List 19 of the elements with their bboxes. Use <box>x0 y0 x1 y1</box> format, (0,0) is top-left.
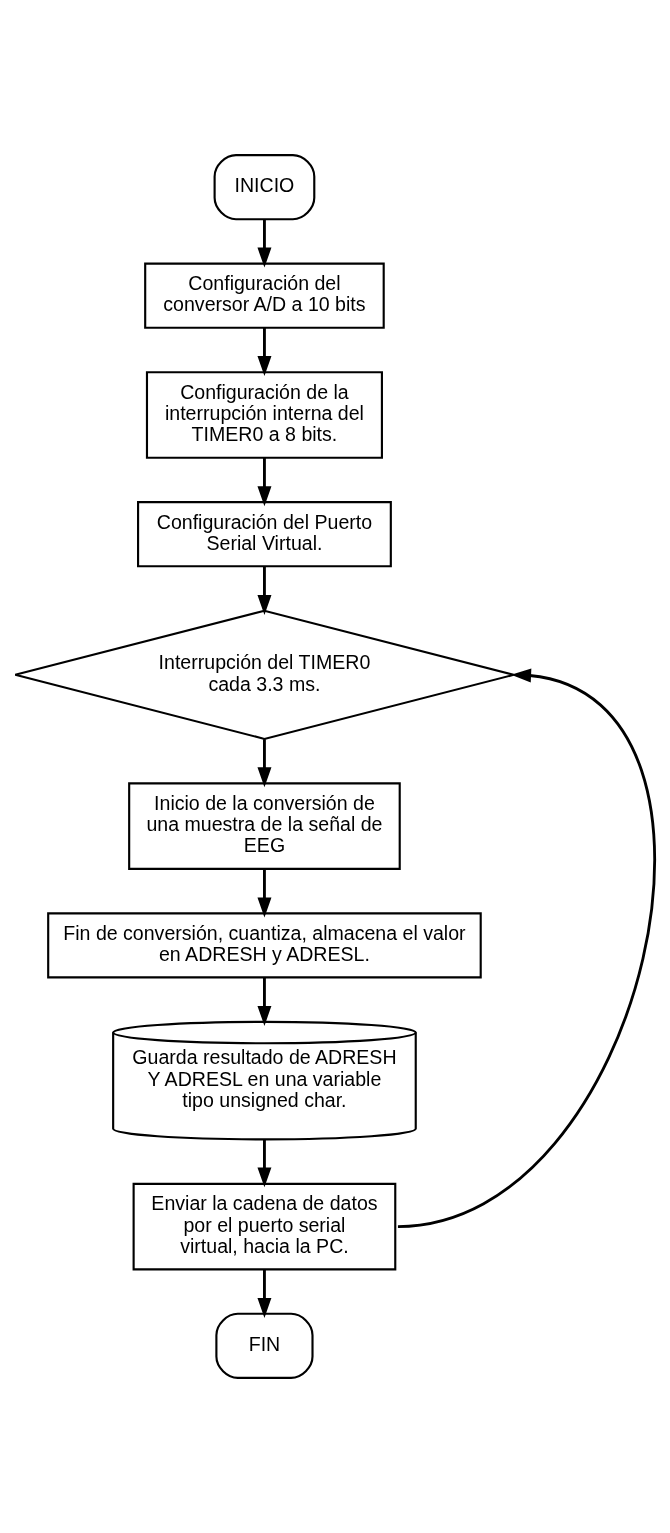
arrow <box>257 457 272 507</box>
arrow <box>257 219 272 268</box>
node-box: Configuración del conversor A/D a 10 bits <box>144 262 385 329</box>
node-box: FIN <box>215 1312 314 1379</box>
node-box: Inicio de la conversión de una muestra de la señal de EEG <box>128 782 401 870</box>
arrow <box>257 1139 272 1188</box>
node-box: Enviar la cadena de datos por el puerto serial virtual, hacia la PC. <box>132 1182 397 1271</box>
arrow <box>257 739 272 788</box>
arrow <box>257 869 272 918</box>
node-box: Configuración de la interrupción interna del TIMER0 a 8 bits. <box>145 371 383 459</box>
arrow <box>397 668 655 1228</box>
node-box: Configuración del Puerto Serial Virtual. <box>137 501 392 568</box>
node-diamond: Interrupción del TIMER0 cada 3.3 ms. <box>14 609 515 740</box>
arrow <box>257 327 272 376</box>
node-box: INICIO <box>213 154 316 221</box>
arrow <box>257 566 272 616</box>
node-box: Fin de conversión, cuantiza, almacena el valor en ADRESH y ADRESL. <box>47 912 482 979</box>
arrow <box>257 977 272 1026</box>
arrow <box>257 1269 272 1318</box>
